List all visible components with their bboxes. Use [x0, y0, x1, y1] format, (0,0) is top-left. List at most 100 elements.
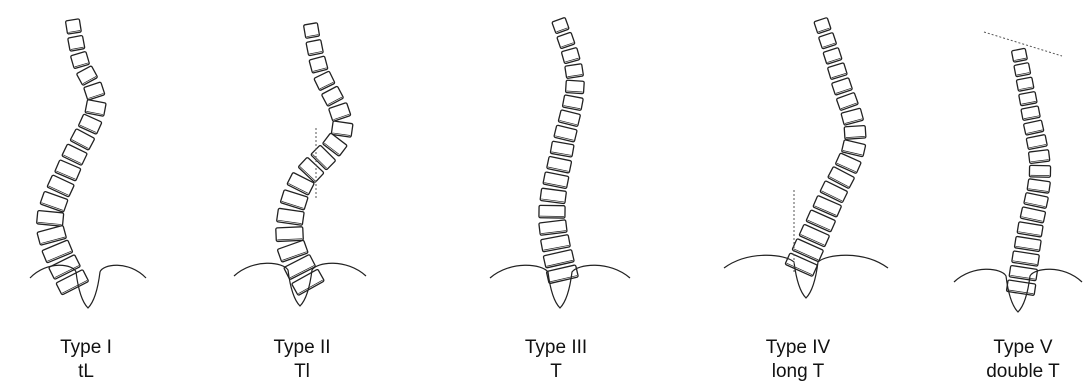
- vertebra-body: [831, 78, 852, 96]
- vertebra: [547, 156, 572, 173]
- vertebra-body: [306, 40, 323, 56]
- vertebra: [562, 95, 583, 111]
- vertebra: [539, 220, 567, 236]
- pelvis-outline: [30, 265, 146, 308]
- vertebra-body: [1016, 77, 1034, 91]
- vertebra: [1021, 106, 1040, 121]
- vertebra: [827, 63, 847, 80]
- vertebra: [841, 108, 864, 125]
- vertebra-body: [823, 48, 842, 65]
- vertebra: [814, 17, 831, 33]
- vertebra: [321, 86, 343, 106]
- vertebra: [1028, 150, 1049, 164]
- vertebra: [550, 141, 574, 157]
- vertebra: [1014, 236, 1041, 251]
- caption-type-5: Type V double T: [948, 336, 1083, 384]
- vertebra: [70, 51, 89, 68]
- vertebra-body: [565, 64, 584, 79]
- vertebra-body: [329, 103, 351, 122]
- vertebra-body: [550, 141, 574, 157]
- vertebra-body: [84, 82, 105, 100]
- vertebra: [844, 125, 866, 139]
- spine-type-1: [30, 19, 146, 308]
- vertebra-body: [76, 66, 97, 86]
- vertebra: [276, 227, 304, 242]
- vertebra: [823, 48, 842, 65]
- vertebra-body: [546, 265, 578, 284]
- vertebra: [1026, 135, 1047, 150]
- vertebra: [554, 125, 577, 142]
- vertebra-body: [1014, 63, 1031, 77]
- spine-type-3: [490, 17, 630, 308]
- vertebra: [541, 235, 571, 252]
- vertebra-body: [543, 172, 569, 189]
- vertebra-body: [1019, 91, 1037, 105]
- vertebra: [76, 66, 97, 86]
- vertebra-body: [558, 110, 580, 127]
- vertebra-body: [68, 35, 85, 51]
- vertebra-body: [1011, 48, 1027, 62]
- vertebra-body: [543, 250, 574, 268]
- vertebra: [1029, 165, 1050, 177]
- curve-code: tL: [11, 360, 161, 384]
- spine-type-4: [724, 17, 888, 298]
- vertebra-body: [1024, 193, 1049, 209]
- vertebra-body: [539, 220, 567, 236]
- vertebra: [552, 17, 569, 33]
- curve-code: long T: [723, 360, 873, 384]
- type-label: Type III: [481, 336, 631, 360]
- vertebra-body: [814, 17, 831, 33]
- vertebra-body: [1026, 135, 1047, 150]
- vertebra-body: [331, 121, 353, 137]
- type-label: Type II: [227, 336, 377, 360]
- vertebra: [565, 64, 584, 79]
- type-label: Type V: [948, 336, 1083, 360]
- vertebra: [836, 92, 858, 110]
- vertebra-body: [541, 235, 571, 252]
- vertebra: [543, 250, 574, 268]
- vertebra: [1024, 193, 1049, 209]
- vertebra: [842, 140, 866, 157]
- vertebra-body: [562, 95, 583, 111]
- vertebra: [84, 82, 105, 100]
- vertebra: [1023, 120, 1043, 135]
- vertebra: [566, 80, 585, 94]
- vertebra: [1020, 207, 1046, 223]
- vertebra: [1027, 179, 1050, 194]
- vertebra-body: [557, 32, 575, 49]
- vertebra: [539, 205, 565, 218]
- vertebra-body: [561, 47, 580, 63]
- caption-type-2: Type II Tl: [227, 336, 377, 384]
- vertebra-body: [547, 156, 572, 173]
- vertebra-body: [309, 56, 328, 73]
- vertebra-body: [1023, 120, 1043, 135]
- vertebra-body: [321, 86, 343, 106]
- vertebra: [543, 172, 569, 189]
- vertebra: [1019, 91, 1037, 105]
- type-label: Type IV: [723, 336, 873, 360]
- curve-code: Tl: [227, 360, 377, 384]
- vertebra: [561, 47, 580, 63]
- vertebra: [329, 103, 351, 122]
- vertebra: [309, 56, 328, 73]
- vertebra-body: [818, 32, 836, 49]
- vertebra: [65, 19, 81, 34]
- curve-code: double T: [948, 360, 1083, 384]
- spine-type-2: [234, 23, 366, 306]
- vertebra: [277, 208, 305, 225]
- vertebra-body: [841, 108, 864, 125]
- vertebra: [314, 71, 335, 91]
- vertebra-body: [540, 188, 566, 204]
- vertebra: [85, 100, 106, 117]
- vertebra-body: [836, 92, 858, 110]
- vertebra: [1016, 77, 1034, 91]
- vertebra-body: [37, 210, 64, 226]
- vertebra: [306, 40, 323, 56]
- curve-code: T: [481, 360, 631, 384]
- vertebra-body: [70, 51, 89, 68]
- vertebra-body: [1020, 207, 1046, 223]
- vertebra: [37, 210, 64, 226]
- type-label: Type I: [11, 336, 161, 360]
- vertebra: [1014, 63, 1031, 77]
